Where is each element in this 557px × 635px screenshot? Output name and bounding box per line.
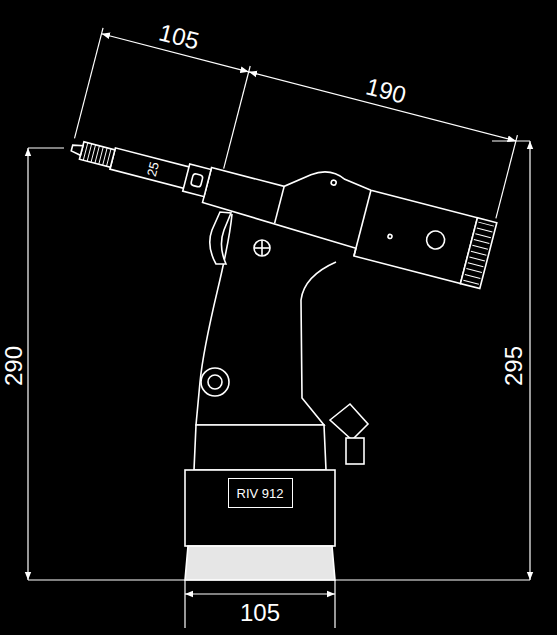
model-name: RIV 912 (237, 487, 284, 500)
dimension-label: 290 (2, 346, 26, 386)
nozzle-size: 25 (145, 160, 161, 177)
dimension-label: 295 (502, 346, 526, 386)
dimension-label: 190 (364, 74, 409, 107)
dimension-label: 105 (157, 21, 202, 54)
dimension-label: 105 (240, 601, 280, 625)
name-plate: RIV 912 (228, 478, 293, 508)
